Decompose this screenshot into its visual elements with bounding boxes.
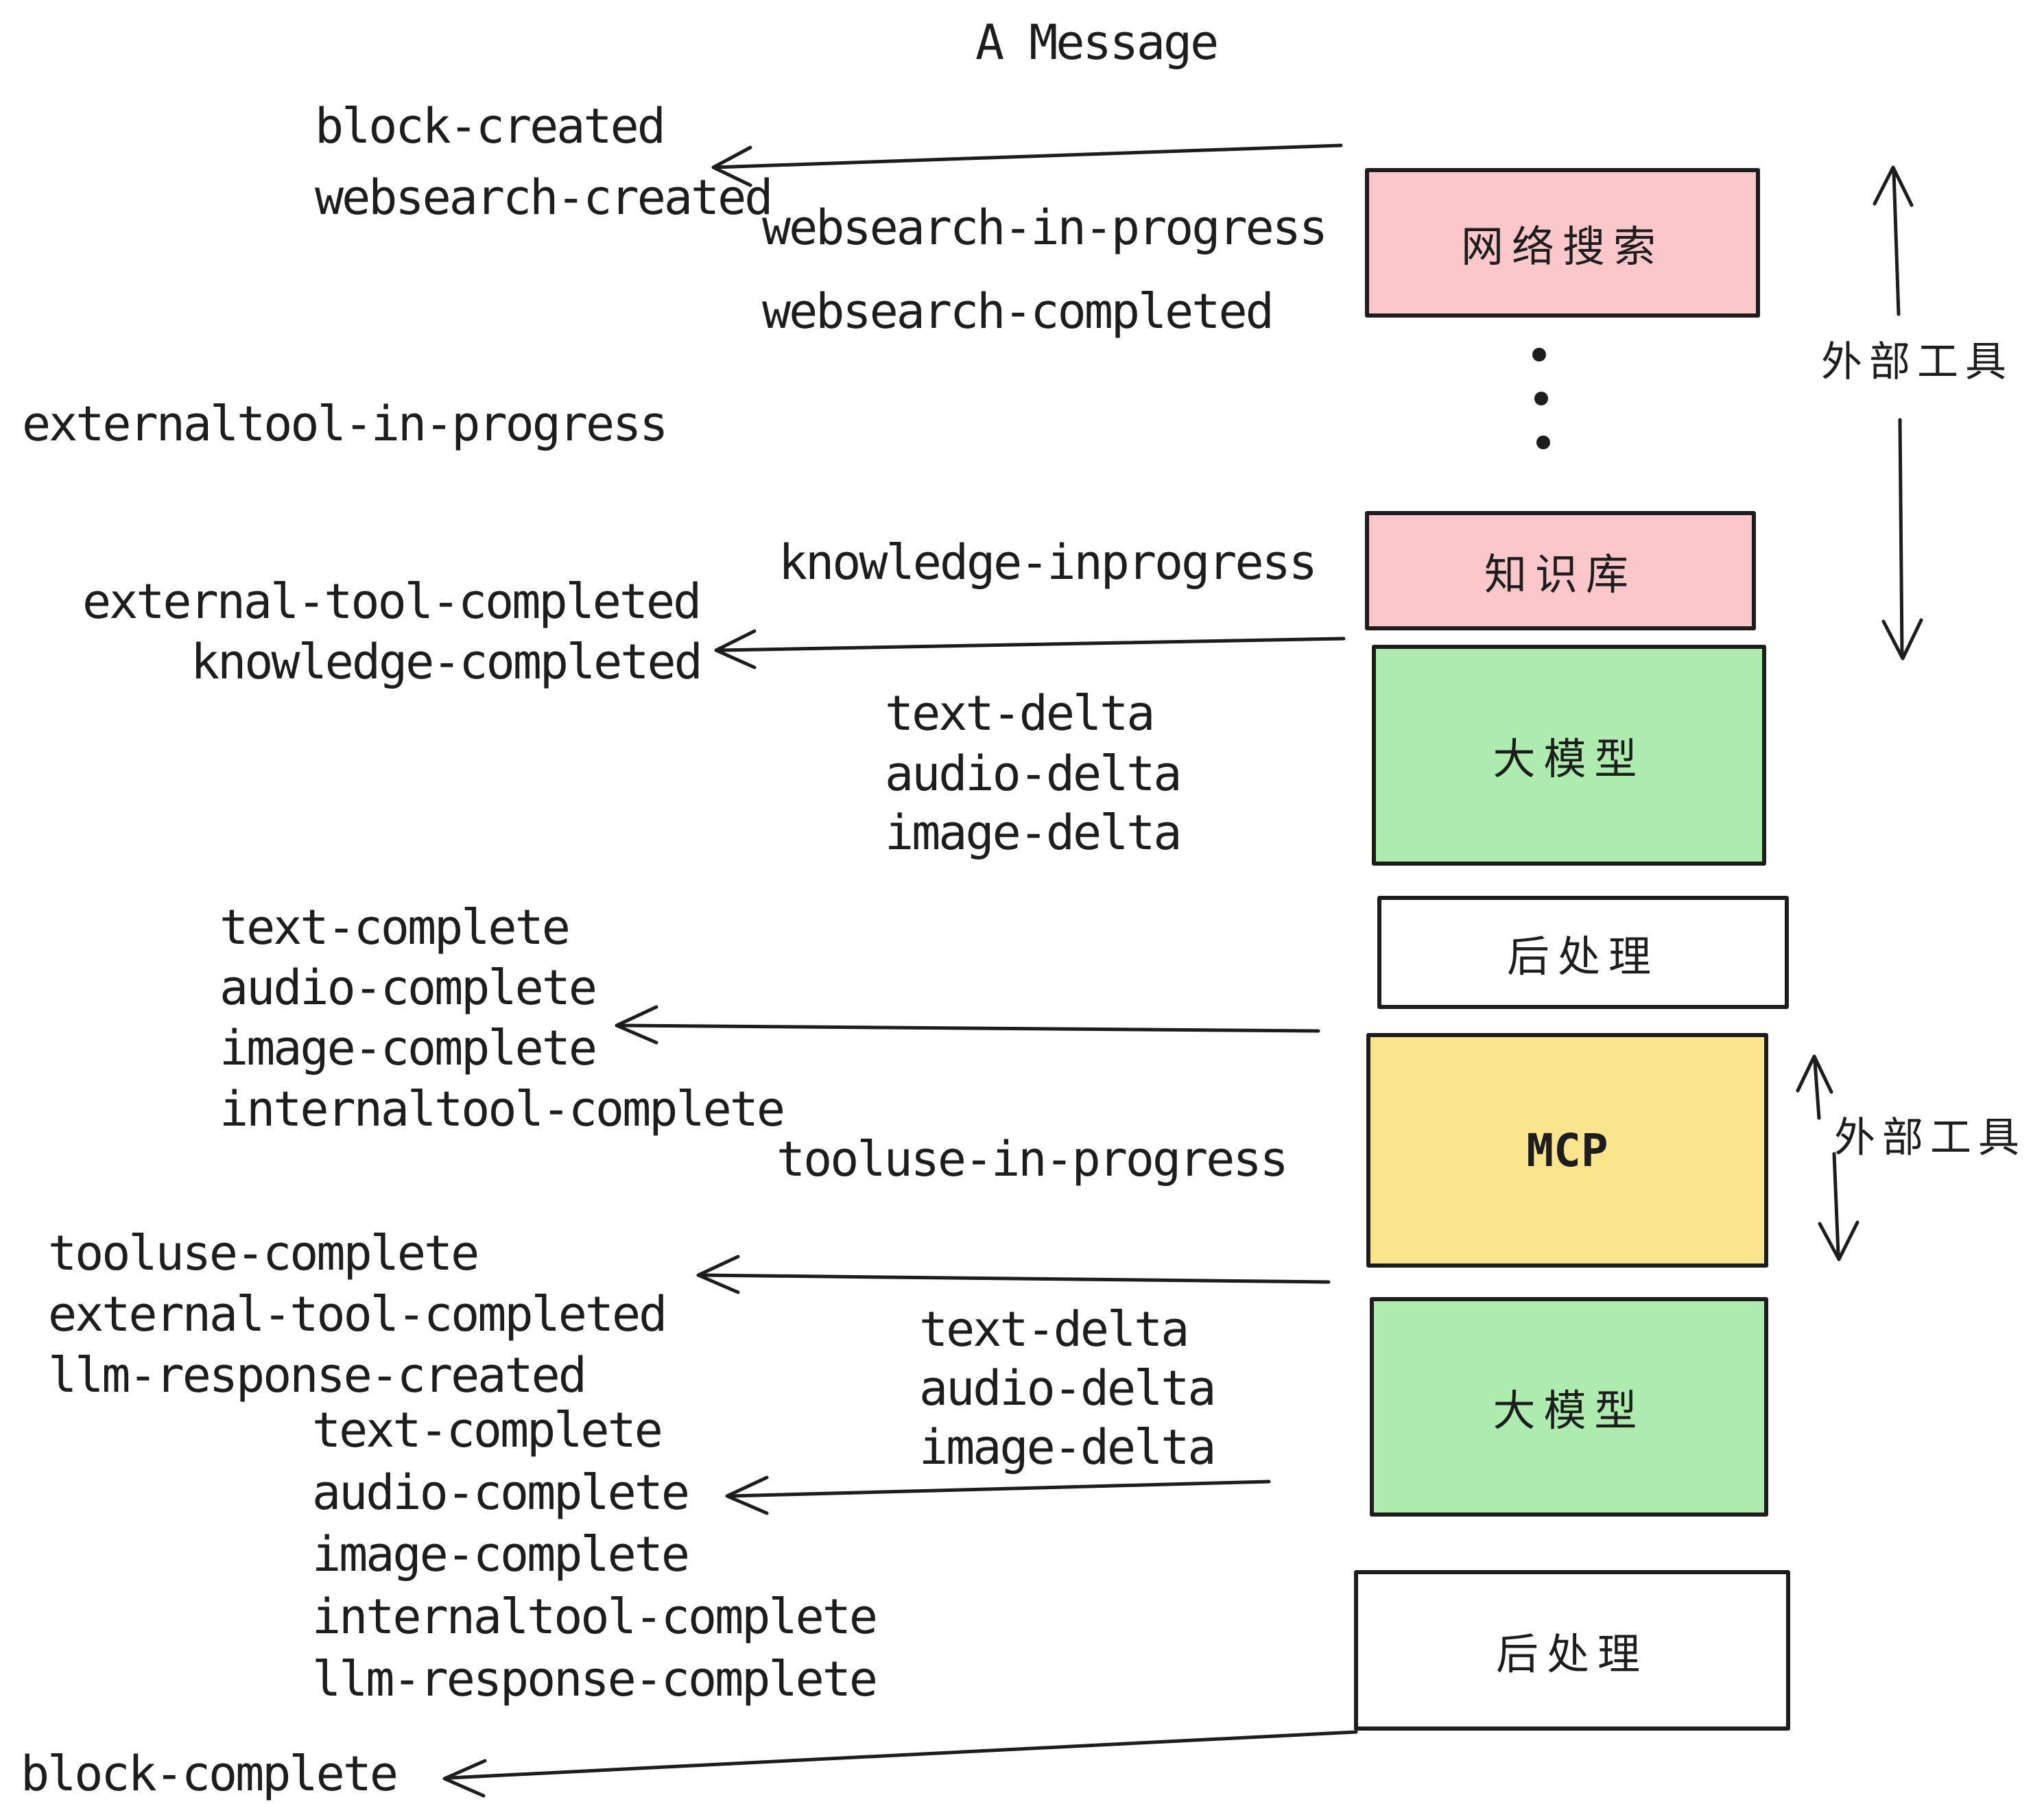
arrow-audio-complete [725,1475,1271,1515]
post-process-box-2-label: 后处理 [1495,1631,1648,1678]
event-audio-complete-1: audio-complete [219,960,597,1016]
event-internaltool-complete-2: internaltool-complete [312,1589,878,1645]
arrow-image-complete [615,1005,1320,1045]
event-llm-response-created: llm-response-created [48,1347,587,1403]
external-tools-label-top: 外部工具 [1821,339,2013,385]
arrow-tooluse-complete [696,1255,1331,1294]
event-audio-complete-2: audio-complete [312,1464,690,1521]
mcp-external-tools-up-arrow [1796,1054,1833,1120]
mcp-external-tools-down-arrow [1818,1152,1859,1261]
event-externaltool-in-progress: externaltool-in-progress [22,396,668,452]
external-tools-label-mcp: 外部工具 [1834,1115,2026,1161]
external-tools-down-arrow [1881,418,1923,661]
mcp-box-label: MCP [1526,1124,1608,1177]
event-external-tool-completed-2: external-tool-completed [48,1286,667,1342]
event-image-delta-1: image-delta [885,805,1183,861]
event-knowledge-completed: knowledge-completed [191,634,703,690]
event-image-complete-1: image-complete [219,1020,597,1076]
event-block-created: block-created [315,98,666,154]
websearch-box-label: 网络搜索 [1460,224,1664,271]
event-text-delta-1: text-delta [885,685,1155,741]
event-text-complete-1: text-complete [219,899,571,956]
event-image-complete-2: image-complete [312,1526,690,1582]
event-internaltool-complete-1: internaltool-complete [219,1081,785,1137]
event-image-delta-2: image-delta [919,1419,1217,1475]
post-process-box-2: 后处理 [1354,1570,1790,1731]
diagram-title: A Message [975,14,1219,71]
event-websearch-completed: websearch-completed [762,283,1274,340]
external-tools-up-arrow [1873,165,1914,316]
post-process-box-1-label: 后处理 [1506,933,1659,981]
event-knowledge-inprogress: knowledge-inprogress [779,534,1318,591]
event-text-complete-2: text-complete [312,1402,663,1458]
mcp-box: MCP [1366,1033,1768,1268]
event-block-complete: block-complete [21,1746,399,1802]
arrow-block-complete [442,1730,1358,1798]
llm-box-2-label: 大模型 [1493,1388,1645,1435]
event-tooluse-complete: tooluse-complete [48,1225,479,1281]
post-process-box-1: 后处理 [1377,896,1789,1009]
event-external-tool-completed-1: external-tool-completed [82,573,702,630]
llm-box-2: 大模型 [1370,1297,1768,1517]
event-text-delta-2: text-delta [919,1301,1189,1357]
llm-box-1-label: 大模型 [1493,736,1645,783]
arrow-websearch-created [711,143,1343,187]
event-llm-response-complete: llm-response-complete [312,1651,878,1707]
knowledge-box: 知识库 [1365,511,1756,630]
ellipsis-dots [1532,348,1550,449]
event-websearch-in-progress: websearch-in-progress [762,200,1328,256]
event-audio-delta-2: audio-delta [919,1360,1217,1416]
knowledge-box-label: 知识库 [1484,551,1637,599]
event-websearch-created: websearch-created [315,169,773,226]
llm-box-1: 大模型 [1372,645,1766,866]
event-tooluse-in-progress: tooluse-in-progress [776,1131,1289,1187]
event-audio-delta-1: audio-delta [885,746,1183,802]
websearch-box: 网络搜索 [1365,168,1760,318]
arrow-knowledge-completed [714,629,1346,669]
